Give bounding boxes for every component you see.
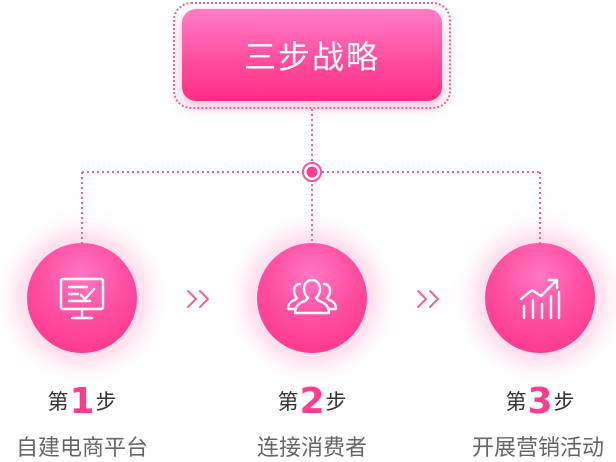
step-1-suffix: 步 (95, 390, 117, 414)
step-1-label: 第1步 (2, 381, 162, 422)
step-1-circle (27, 243, 137, 353)
step-2-number: 2 (299, 381, 325, 422)
title-box: 三步战略 (182, 9, 442, 101)
step-3-label: 第3步 (460, 381, 616, 422)
diagram-title: 三步战略 (243, 38, 380, 76)
step-2-circle (257, 243, 367, 353)
step-3-suffix: 步 (553, 390, 575, 414)
step-1-description: 自建电商平台 (15, 436, 148, 461)
step-2-prefix: 第 (277, 390, 299, 414)
growth-chart-icon (519, 278, 561, 320)
chevron-right-icon (187, 290, 209, 308)
step-3-prefix: 第 (505, 390, 527, 414)
monitor-icon (59, 277, 105, 320)
chevron-right-icon (417, 290, 439, 308)
step-1-number: 1 (69, 381, 95, 422)
step-1-prefix: 第 (47, 390, 69, 414)
users-icon (286, 278, 338, 315)
step-3-description: 开展营销活动 (471, 436, 604, 461)
step-2-suffix: 步 (325, 390, 347, 414)
step-3-circle (485, 243, 595, 353)
step-3-number: 3 (527, 381, 553, 422)
step-2-label: 第2步 (232, 381, 392, 422)
step-2-description: 连接消费者 (256, 436, 367, 461)
title-frame (173, 2, 451, 109)
